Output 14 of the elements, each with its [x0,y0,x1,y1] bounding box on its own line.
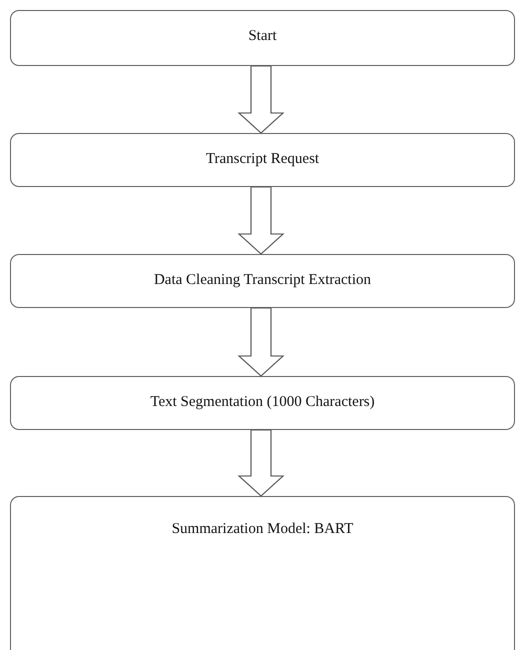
process-box [10,133,515,187]
box-label: Start [248,28,277,45]
process-box [10,376,515,430]
process-box [10,254,515,308]
box-label: Text Segmentation (1000 Characters) [150,394,375,411]
block-arrow [238,186,284,255]
block-arrow [238,65,284,134]
box-label: Transcript Request [206,151,320,168]
process-box [10,496,515,650]
box-label: Data Cleaning Transcript Extraction [154,272,372,289]
block-arrow [238,307,284,377]
process-box [10,10,515,66]
box-label: Summarization Model: BART [172,521,354,538]
block-arrow [238,429,284,497]
